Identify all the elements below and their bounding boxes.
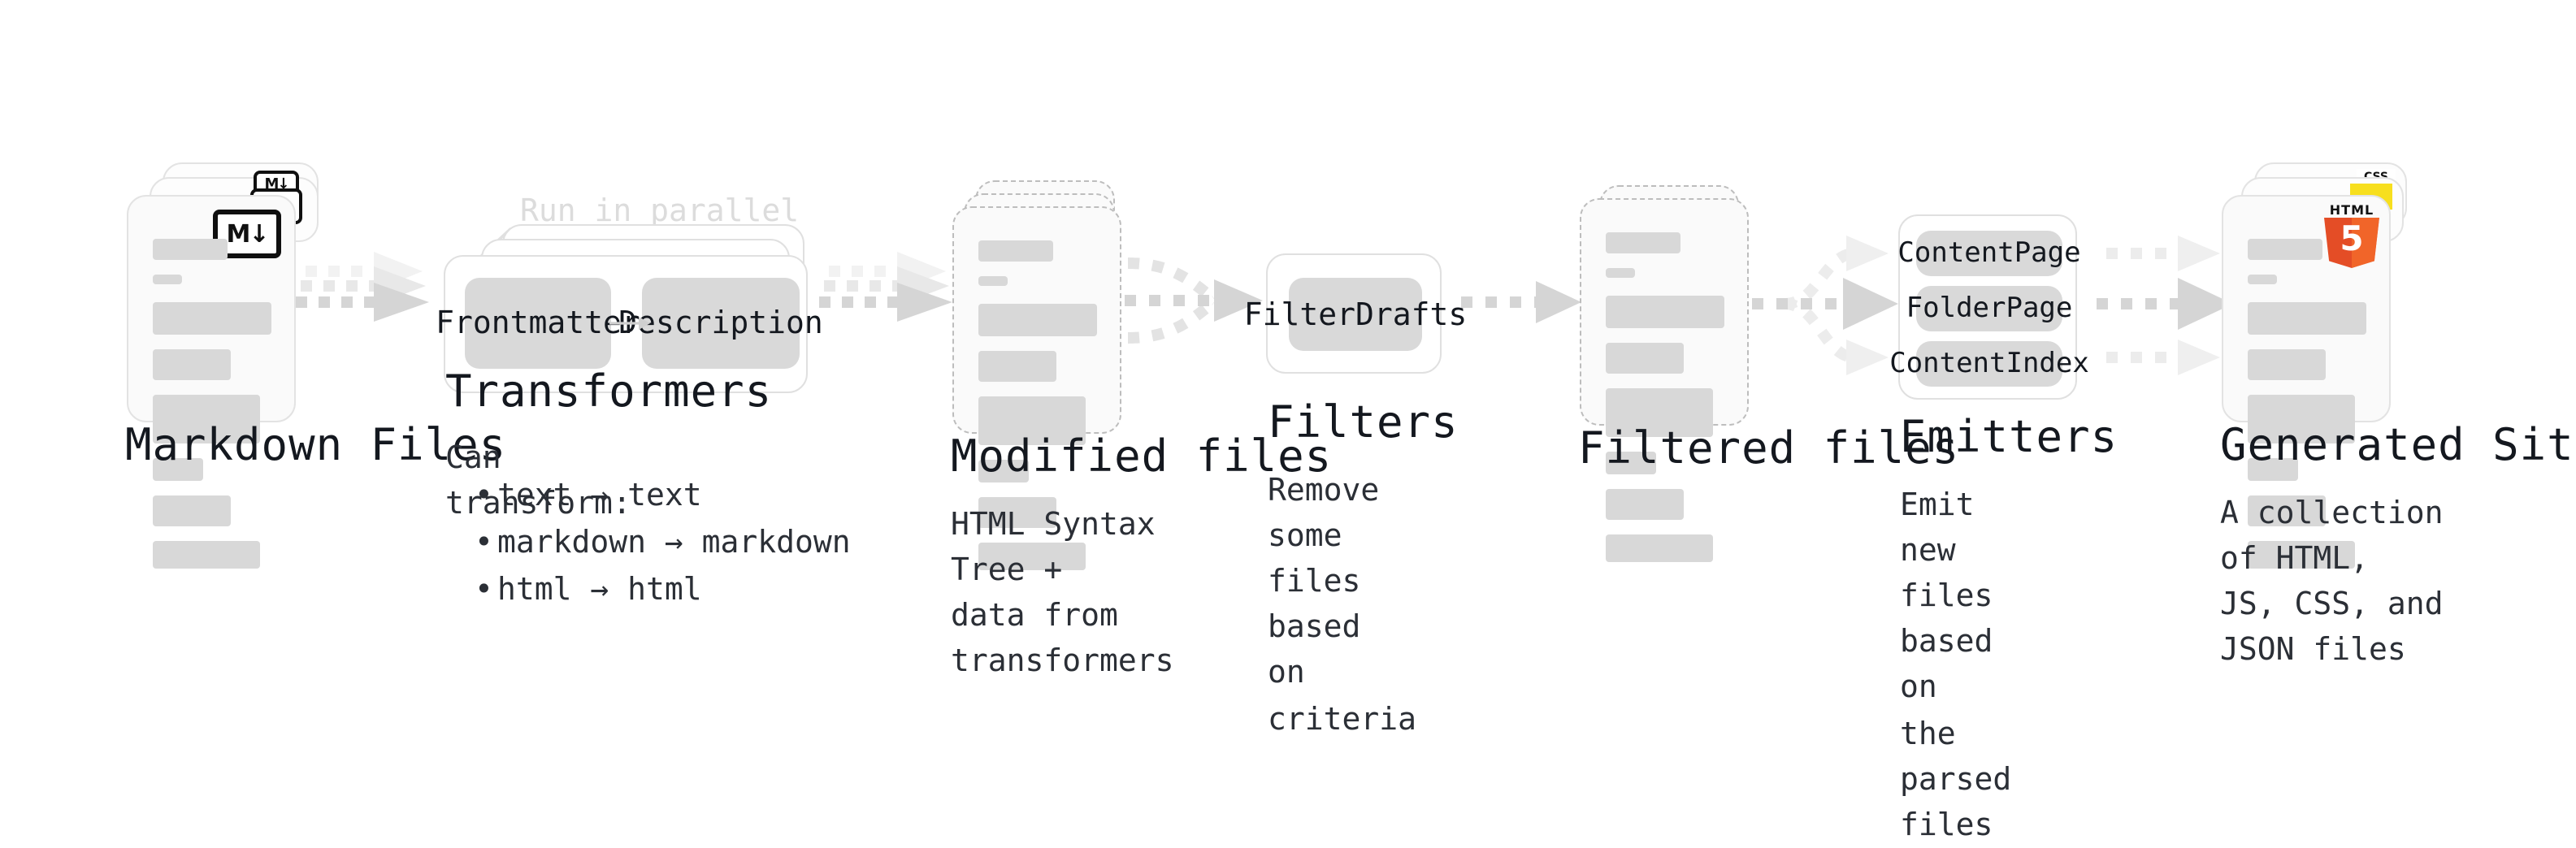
placeholder-bar xyxy=(2248,349,2327,380)
placeholder-bar xyxy=(1606,232,1680,253)
filtered-card-stack xyxy=(1580,162,1775,562)
arrow-emitters-to-site xyxy=(2097,236,2233,375)
placeholder-bar xyxy=(2248,495,2327,526)
placeholder-bar xyxy=(1606,296,1724,328)
placeholder-bar xyxy=(1606,388,1714,437)
stage-title-modified-files: Modified files xyxy=(951,432,1333,482)
placeholder-bar xyxy=(1606,489,1685,520)
stage-filtered-files: Filtered files xyxy=(1578,162,1958,562)
placeholder-bar xyxy=(978,460,1030,482)
transformers-bullet-0: text → text xyxy=(475,473,851,520)
placeholder-bar xyxy=(2248,541,2356,569)
transformers-bullet-list: text → text markdown → markdown html → h… xyxy=(465,473,851,613)
placeholder-bar xyxy=(2248,395,2356,443)
transformer-card-layer-1: Frontmatter Description xyxy=(436,255,823,393)
pipeline-diagram: M↓ M↓ M↓ Markdown Files xyxy=(0,0,2576,681)
placeholder-bar xyxy=(153,302,271,335)
stage-title-markdown-files: Markdown Files xyxy=(125,421,507,471)
placeholder-bar xyxy=(978,351,1057,382)
emitters-pill-contentpage[interactable]: ContentPage xyxy=(1897,231,2081,276)
html5-badge-text: HTML xyxy=(2329,203,2374,218)
placeholder-bar xyxy=(153,495,232,526)
filters-box: FilterDrafts xyxy=(1244,253,1467,374)
placeholder-bar xyxy=(978,396,1086,445)
site-card-content xyxy=(2248,239,2366,583)
arrow-modified-to-filters xyxy=(1125,257,1263,344)
transformers-bullet-2: html → html xyxy=(475,567,851,614)
transformer-pill-description[interactable]: Description xyxy=(618,278,823,369)
transformers-bullet-1: markdown → markdown xyxy=(475,520,851,567)
run-in-parallel-label: Run in parallel xyxy=(520,193,800,229)
placeholder-bar xyxy=(2248,275,2277,284)
arrow-filtered-to-emitters xyxy=(1752,236,1898,375)
placeholder-bar xyxy=(2248,239,2322,260)
stage-title-filters: Filters xyxy=(1268,398,1459,448)
stage-title-generated-site: Generated Site xyxy=(2220,421,2576,471)
arrow-transformers-to-modified xyxy=(819,252,952,322)
placeholder-bar xyxy=(153,458,204,481)
filters-pill-filterdrafts[interactable]: FilterDrafts xyxy=(1244,278,1467,351)
placeholder-bar xyxy=(2248,458,2299,481)
emitters-pill-folderpage[interactable]: FolderPage xyxy=(1906,286,2072,331)
transformer-arrow-l1 xyxy=(609,317,650,330)
markdown-card-front: M↓ xyxy=(127,195,296,569)
placeholder-bar xyxy=(978,276,1008,286)
placeholder-bar xyxy=(1606,534,1714,562)
transformer-pill-frontmatter[interactable]: Frontmatter xyxy=(436,278,640,369)
arrow-filters-to-filtered xyxy=(1461,281,1581,323)
placeholder-bar xyxy=(153,275,182,284)
placeholder-bar xyxy=(153,349,232,380)
stage-title-transformers: Transformers xyxy=(445,367,773,418)
modified-card-content xyxy=(978,240,1097,585)
html5-badge-number: 5 xyxy=(2340,219,2364,258)
stage-subtitle-emitters: Emit new files based on the parsed files xyxy=(1900,487,2012,843)
emitters-pill-contentindex[interactable]: ContentIndex xyxy=(1889,341,2089,387)
stage-subtitle-modified-files: HTML Syntax Tree + data from transformer… xyxy=(951,507,1174,680)
placeholder-bar xyxy=(1606,268,1635,278)
site-card-stack: CSS HTML 5 xyxy=(2222,162,2482,569)
markdown-card-content xyxy=(153,239,271,583)
stage-markdown-files: M↓ M↓ M↓ Markdown Files xyxy=(125,162,505,569)
placeholder-bar xyxy=(978,543,1086,570)
placeholder-bar xyxy=(978,304,1097,336)
placeholder-bar xyxy=(153,541,261,569)
filtered-card-front xyxy=(1580,198,1749,562)
stage-title-emitters: Emitters xyxy=(1900,413,2118,463)
placeholder-bar xyxy=(2248,302,2366,335)
arrow-markdown-to-transformers xyxy=(296,252,429,322)
html5-badge: HTML 5 xyxy=(2324,203,2379,268)
placeholder-bar xyxy=(978,497,1057,528)
stage-subtitle-filters: Remove some files based on criteria xyxy=(1268,473,1417,738)
placeholder-bar xyxy=(978,240,1053,262)
placeholder-bar xyxy=(1606,452,1657,474)
modified-card-stack xyxy=(952,162,1147,570)
emitters-box: ContentPage FolderPage ContentIndex xyxy=(1889,214,2089,400)
placeholder-bar xyxy=(1606,343,1685,374)
stage-subtitle-generated-site: A collection of HTML, JS, CSS, and JSON … xyxy=(2220,495,2444,668)
stage-modified-files: Modified files HTML Syntax Tree + data f… xyxy=(951,162,1331,680)
site-card-html: HTML 5 xyxy=(2222,195,2391,569)
html5-shield-icon xyxy=(2324,218,2379,268)
placeholder-bar xyxy=(153,395,261,443)
filtered-card-content xyxy=(1606,232,1724,577)
placeholder-bar xyxy=(153,239,228,260)
markdown-badge: M↓ xyxy=(213,210,281,258)
stage-generated-site: CSS HTML 5 xyxy=(2220,162,2576,668)
markdown-card-stack: M↓ M↓ M↓ xyxy=(127,162,452,569)
modified-card-front xyxy=(952,206,1121,570)
stage-title-filtered-files: Filtered files xyxy=(1578,424,1960,474)
